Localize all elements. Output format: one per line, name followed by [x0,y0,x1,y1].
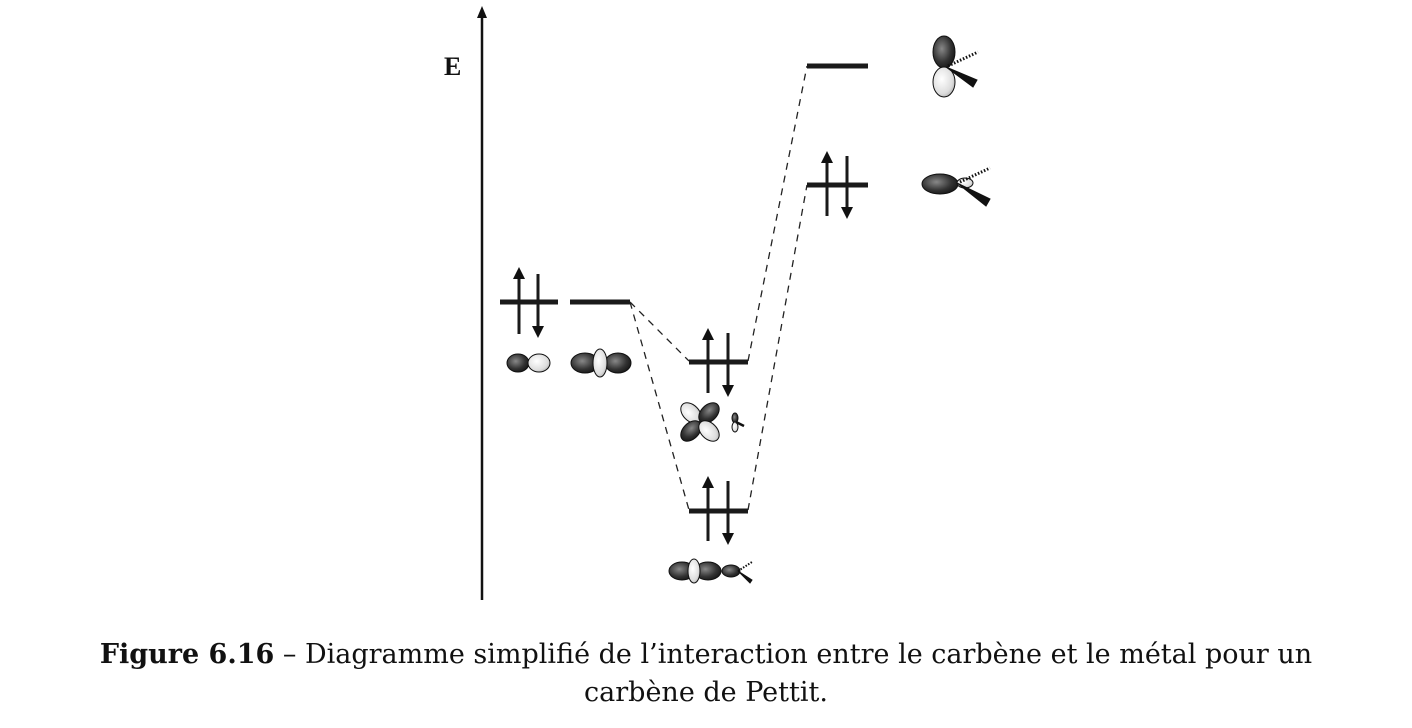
caption-label: Figure 6.16 [99,639,275,670]
orbital-metal-pz [932,35,979,98]
caption-line-1: Figure 6.16 – Diagramme simplifié de l’i… [0,636,1412,674]
energy-axis-label: E [444,52,462,81]
correlation-line [747,184,808,511]
orbital-carbene-p [506,353,551,373]
caption-separator: – [274,639,305,670]
figure-caption: Figure 6.16 – Diagramme simplifié de l’i… [0,636,1412,712]
correlation-line [629,301,690,511]
correlation-lines [629,65,808,511]
orbital-carbene-sigma [570,348,632,378]
orbital-metal-hybrid [921,166,991,207]
caption-line-2: carbène de Pettit. [584,677,828,708]
orbital-metal-d [680,402,745,442]
orbital-complex-sigma [668,558,753,584]
caption-text-1: Diagramme simplifié de l’interaction ent… [304,639,1313,670]
correlation-line [747,65,808,362]
correlation-line [629,301,690,362]
energy-axis-arrowhead [477,6,487,18]
